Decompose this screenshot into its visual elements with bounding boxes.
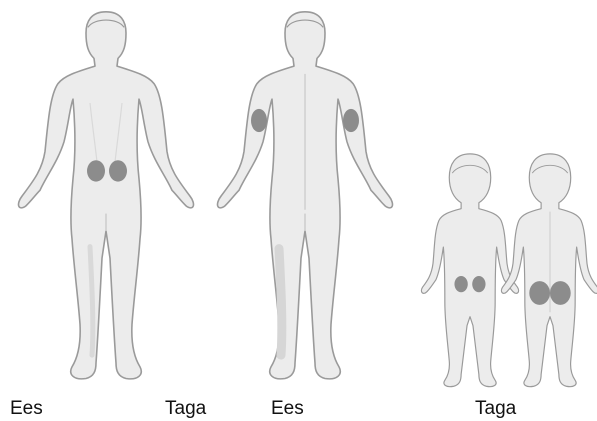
child-front-figure	[421, 154, 518, 387]
adult-back-figure	[218, 12, 393, 379]
child-back-figure	[501, 154, 597, 387]
injection-site-abdomen-left	[87, 160, 105, 181]
injection-site-abdomen-right	[109, 160, 127, 181]
adult-front-figure	[19, 12, 194, 379]
injection-site-abdomen-right	[472, 276, 485, 292]
label-adult-back: Taga	[165, 399, 206, 418]
label-child-front: Ees	[271, 399, 304, 418]
injection-site-upper-arm-right	[343, 109, 359, 132]
label-child-back: Taga	[475, 399, 516, 418]
injection-site-buttock-left	[529, 281, 550, 305]
injection-site-upper-arm-left	[251, 109, 267, 132]
injection-site-abdomen-left	[454, 276, 467, 292]
label-adult-front: Ees	[10, 399, 43, 418]
injection-site-buttock-right	[550, 281, 571, 305]
